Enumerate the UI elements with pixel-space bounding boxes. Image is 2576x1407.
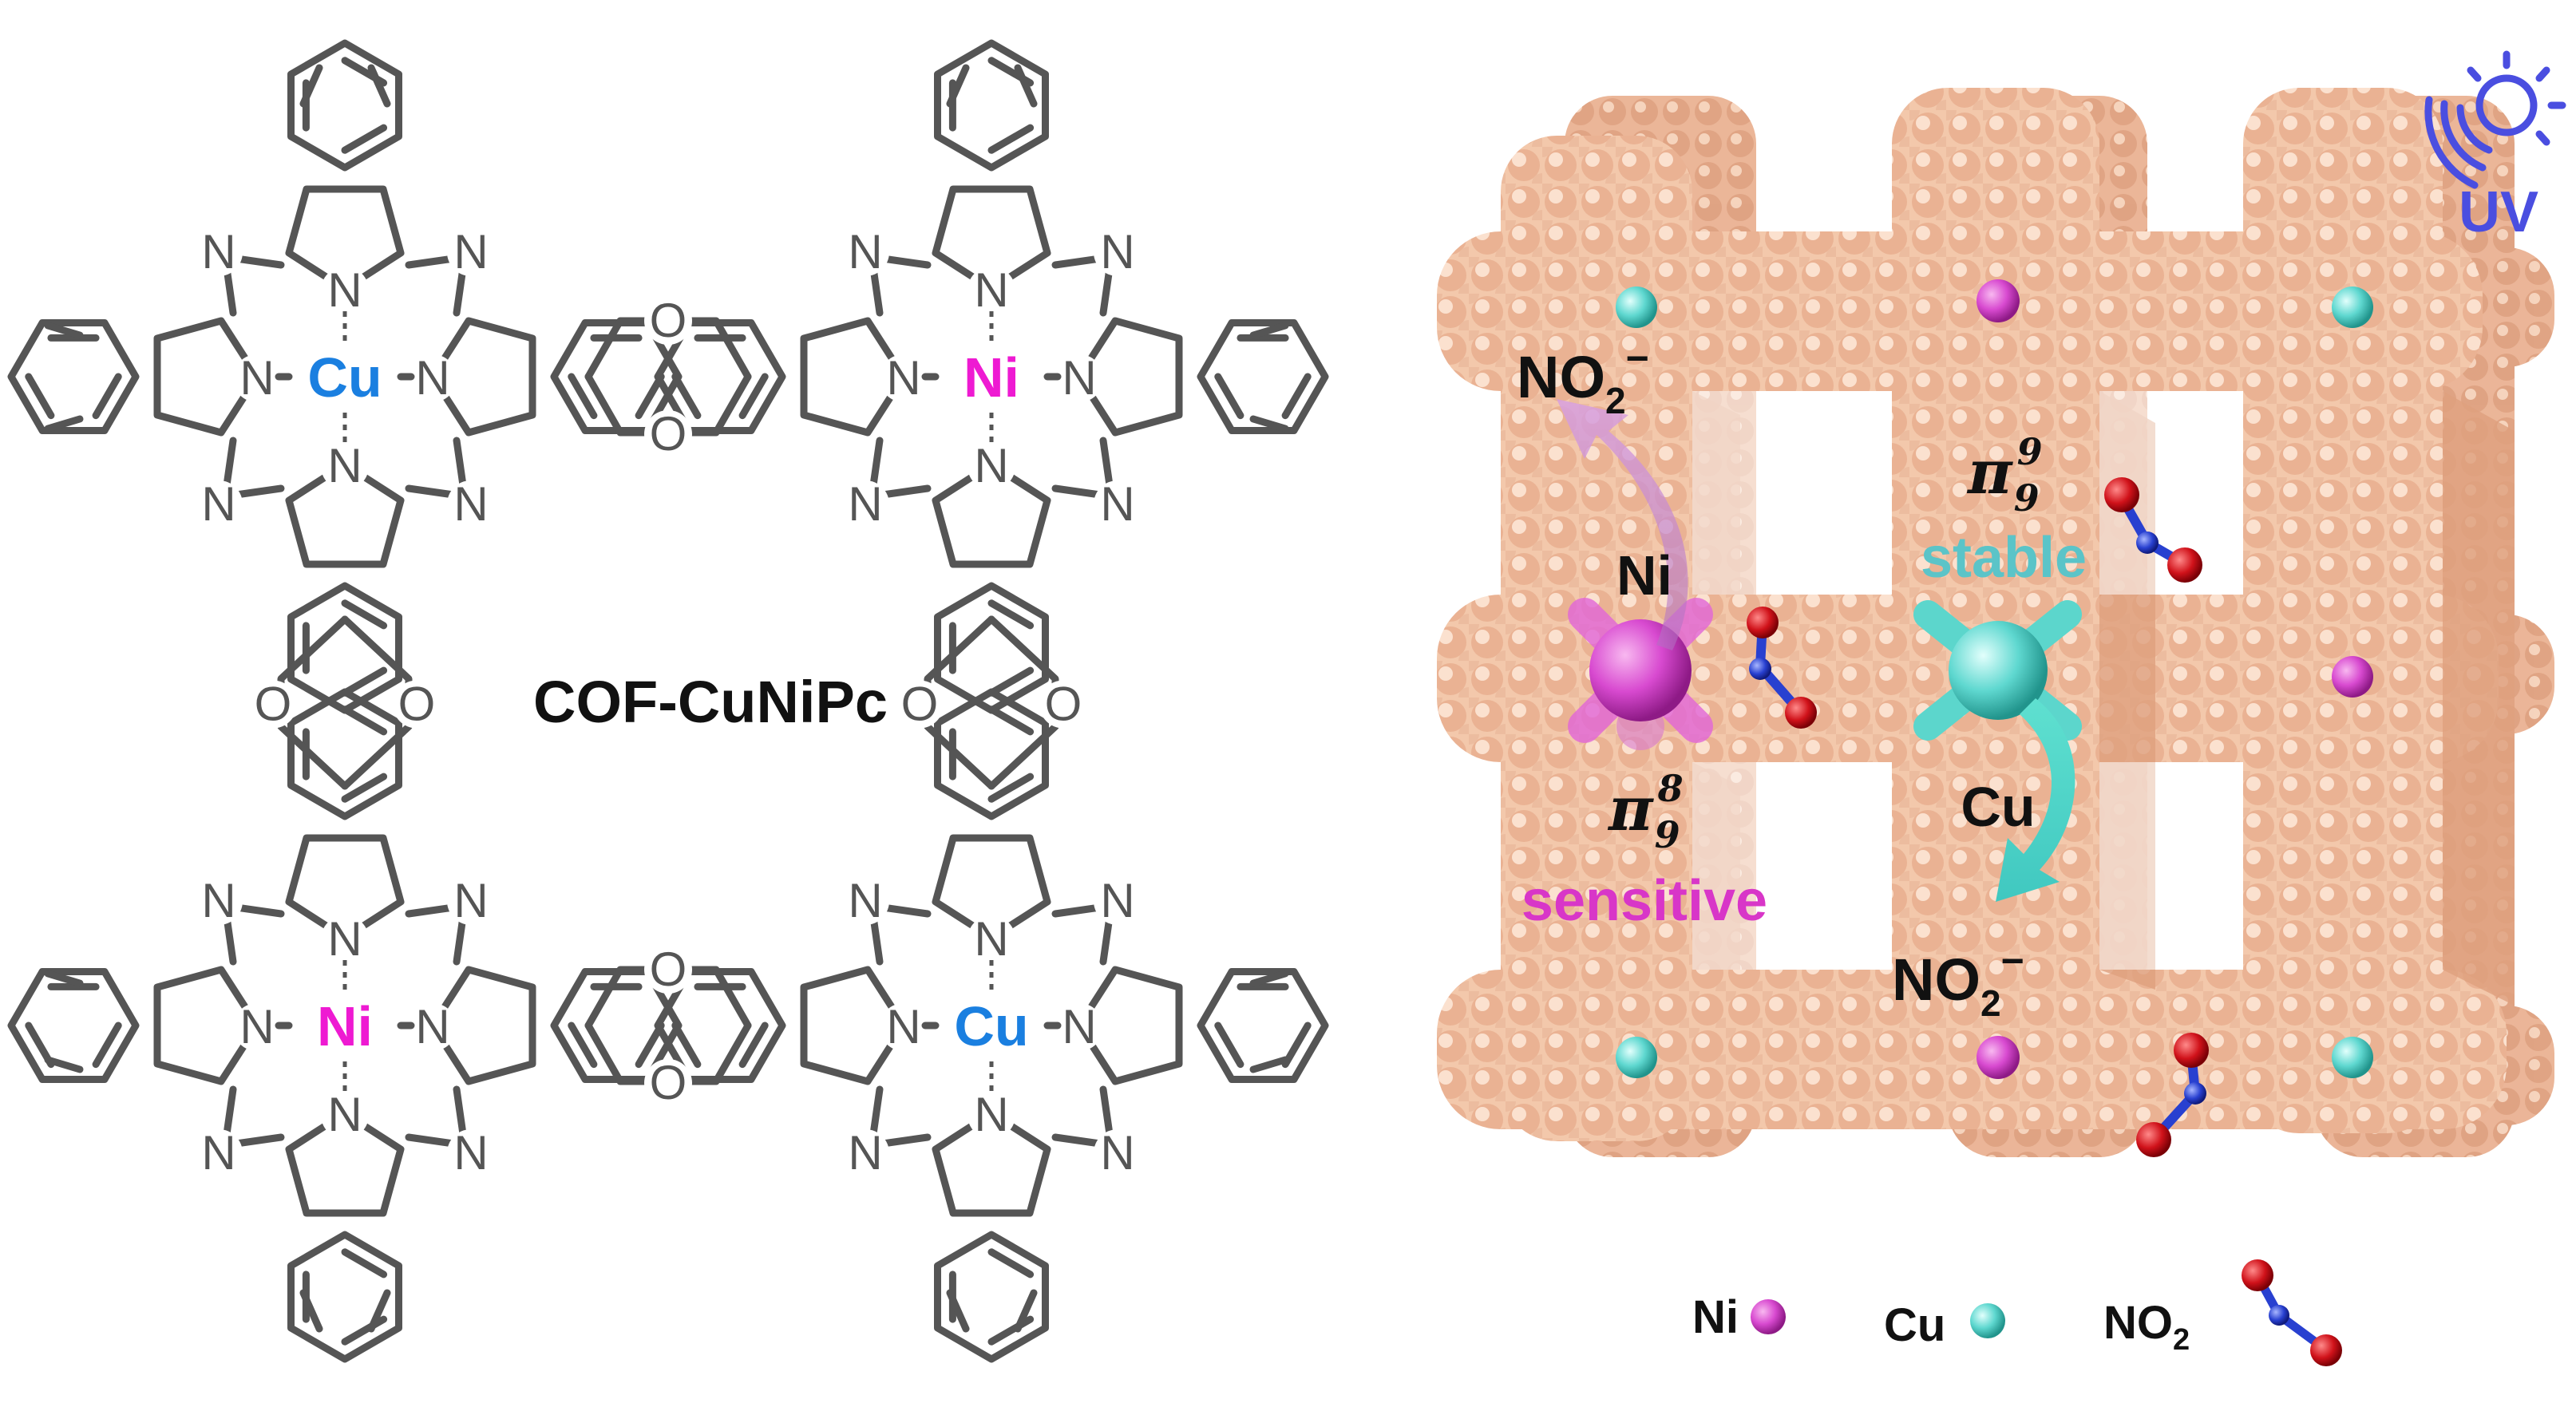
metal-node-markers [1616,279,2373,1079]
nitrite-label-top: NO2− [1517,336,1649,421]
atom-n: N [886,351,920,405]
atom-n: N [1062,1000,1096,1053]
atom-n-meso: N [1100,477,1134,531]
atom-o: O [650,407,687,460]
atom-n-meso: N [201,477,235,531]
no2-molecule-lower [2136,1033,2209,1157]
polymer-continuation-bonds [44,64,1289,1333]
atom-n-meso: N [201,225,235,279]
ni-pi-configuration: π98 [1607,767,1684,856]
uv-sun-icon [2424,50,2566,189]
ni-desorption-arrow [1557,399,1688,650]
ni-site-label: Ni [1616,544,1672,607]
atom-n: N [1062,351,1096,405]
atom-n: N [415,1000,449,1053]
legend-no2-molecule [2242,1259,2342,1366]
legend-ni-label: Ni [1692,1291,1739,1343]
phthalocyanine-unit-4: N N N N N N N N Cu [654,688,1329,1363]
atom-o: O [650,294,687,347]
atom-n-meso: N [201,1126,235,1180]
dioxin-linker: OO [584,294,752,460]
atom-n: N [886,1000,920,1053]
atom-n: N [239,1000,274,1053]
no2-molecule-upper-right [2104,477,2202,583]
uv-label: UV [2459,180,2538,244]
atom-n-meso: N [453,874,488,927]
no2-molecule-middle [1747,607,1817,729]
metal-center-label: Ni [964,346,1019,409]
atom-o: O [255,678,292,731]
atom-n-meso: N [201,874,235,927]
atom-o: O [398,678,436,731]
legend-cu-label: Cu [1884,1299,1945,1351]
cu-site-label: Cu [1961,776,2035,838]
atom-n-meso: N [1100,225,1134,279]
atom-n-meso: N [1100,874,1134,927]
atom-n-meso: N [848,1126,882,1180]
metal-center-label: Ni [317,995,373,1057]
atom-n: N [974,439,1008,492]
atom-n-meso: N [848,225,882,279]
atom-n: N [327,263,362,317]
metal-center-label: Cu [307,346,382,409]
cu-desorption-arrow [1996,698,2075,902]
atom-n-meso: N [453,1126,488,1180]
sensitive-label: sensitive [1521,869,1767,933]
structure-title: COF-CuNiPc [533,669,888,735]
stable-label: stable [1921,526,2087,590]
atom-n: N [974,263,1008,317]
no2-molecules [1747,477,2209,1157]
atom-n: N [327,439,362,492]
atom-n: N [415,351,449,405]
atom-n: N [974,1088,1008,1141]
atom-o: O [650,1056,687,1109]
atom-n: N [327,912,362,966]
nitrite-label-bottom: NO2− [1892,939,2024,1024]
legend-cu-marker [1970,1303,2005,1338]
atom-n: N [974,912,1008,966]
atom-n: N [327,1088,362,1141]
atom-n-meso: N [1100,1126,1134,1180]
atom-o: O [901,678,939,731]
atom-n-meso: N [453,477,488,531]
atom-o: O [650,943,687,996]
legend-ni-marker [1751,1299,1786,1334]
atom-o: O [1045,678,1082,731]
atom-n-meso: N [453,225,488,279]
dioxin-linker: OO [584,943,752,1109]
atom-n-meso: N [848,477,882,531]
metal-center-label: Cu [954,995,1028,1057]
legend-no2-label: NO2 [2103,1297,2190,1357]
ni-center-highlight [1568,598,1713,750]
cu-pi-configuration: π99 [1966,430,2043,520]
legend: Ni Cu NO2 [1692,1259,2342,1366]
atom-n-meso: N [848,874,882,927]
atom-n: N [239,351,274,405]
